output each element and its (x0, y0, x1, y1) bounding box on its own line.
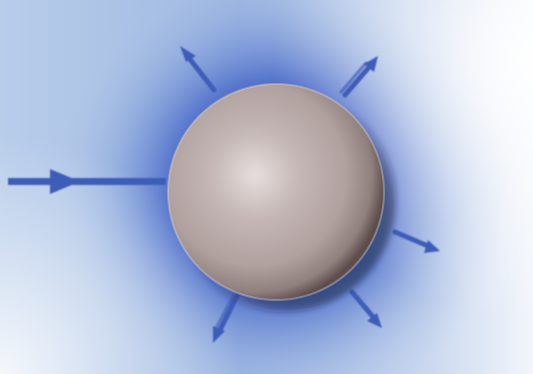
diagram-canvas (0, 0, 533, 374)
scattering-diagram (0, 0, 533, 374)
